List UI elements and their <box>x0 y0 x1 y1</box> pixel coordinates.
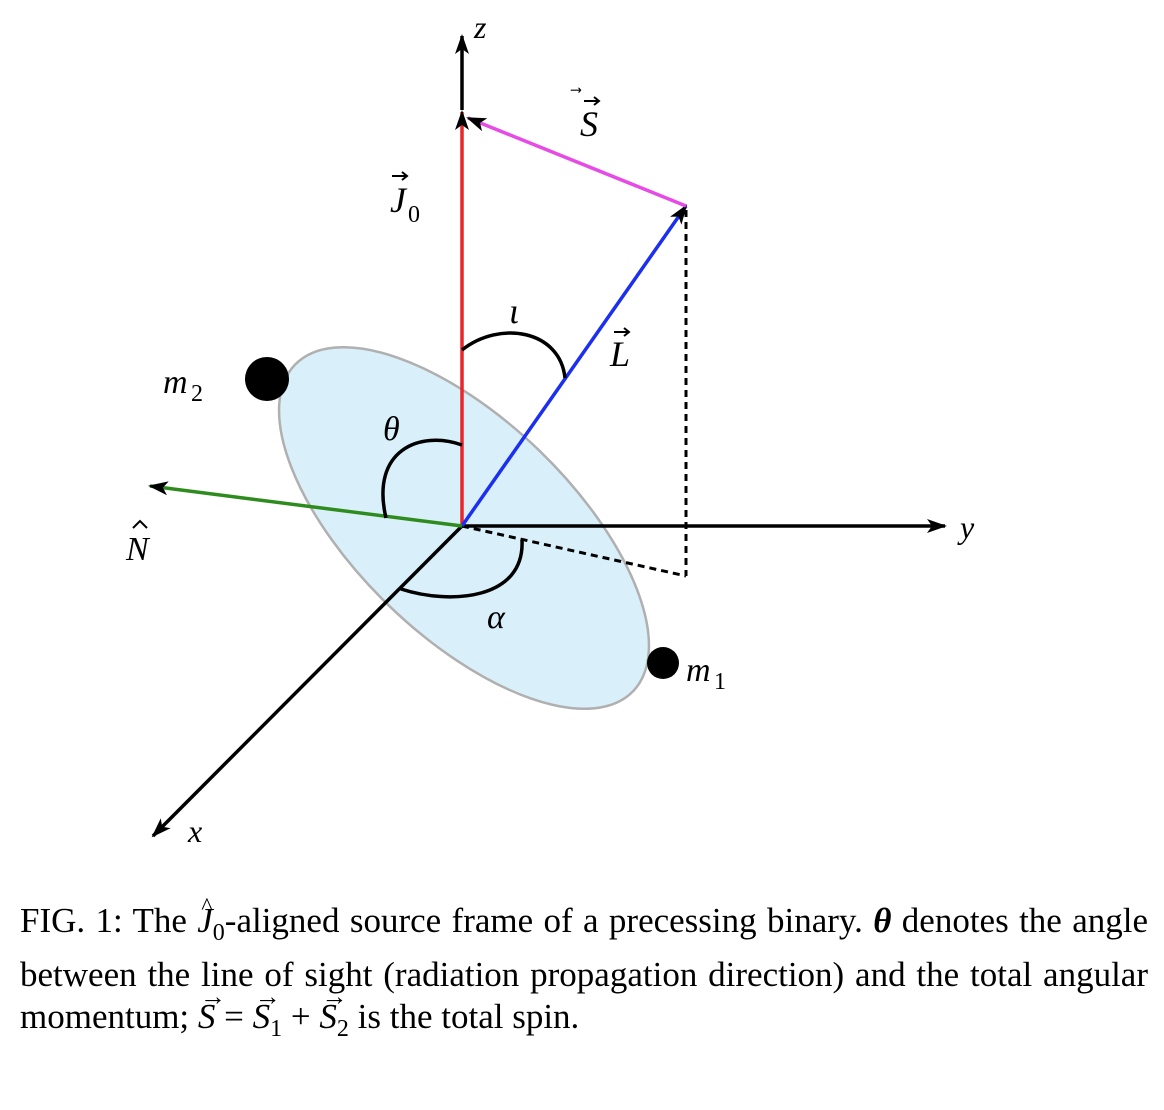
x-axis-label: x <box>187 813 202 849</box>
caption-S-vec: S→ <box>197 982 226 1036</box>
x-axis <box>151 524 464 838</box>
L-vector-label: L <box>609 327 631 374</box>
caption-equals: = <box>215 997 253 1036</box>
N-vector <box>148 481 463 528</box>
S-vector <box>466 116 687 208</box>
orbital-plane <box>277 345 651 711</box>
z-axis-label: z <box>473 9 487 45</box>
svg-text:0: 0 <box>408 202 420 228</box>
svg-text:1: 1 <box>714 669 726 695</box>
caption-plus: + <box>282 997 320 1036</box>
projection-dashed-base <box>461 524 687 578</box>
caption-text-4: is the total spin. <box>348 997 580 1036</box>
caption-S2-vec: S→ <box>319 982 348 1036</box>
caption-text-2: -aligned source frame of a precessing bi… <box>224 901 874 940</box>
iota-arc <box>460 331 567 379</box>
svg-text:J: J <box>390 180 408 220</box>
m2-label: m 2 <box>163 364 203 407</box>
J0-vector-label: J 0 <box>390 171 420 228</box>
alpha-arc <box>400 539 524 599</box>
caption-text-1: The <box>122 901 198 940</box>
y-axis-label: y <box>957 509 975 545</box>
caption-text-3: denotes the angle between the line of si… <box>20 901 1148 1036</box>
svg-text:2: 2 <box>191 381 203 407</box>
caption-S2-sub: 2 <box>336 1016 349 1042</box>
L-vector <box>460 204 688 528</box>
theta-arc <box>381 438 463 519</box>
iota-label: ι <box>509 291 519 331</box>
caption-S1-vec: S→ <box>252 982 281 1036</box>
S-vector-label: S ⃗ <box>570 87 601 144</box>
caption-S1-sub: 1 <box>270 1016 283 1042</box>
N-hat-label: N <box>125 519 151 568</box>
mass-m1 <box>647 647 679 679</box>
svg-text:N: N <box>125 531 151 568</box>
caption-theta: θ <box>873 901 892 940</box>
svg-text:m: m <box>686 652 711 689</box>
svg-text:L: L <box>609 334 630 374</box>
figure-caption: FIG. 1: The J^0-aligned source frame of … <box>20 894 1148 1050</box>
caption-J-hat: J^0 <box>197 894 225 946</box>
caption-fig-label: FIG. 1: <box>20 901 123 940</box>
mass-m2 <box>245 357 289 401</box>
m1-label: m 1 <box>686 652 726 695</box>
alpha-label: α <box>487 599 506 636</box>
svg-text:S: S <box>580 104 598 144</box>
theta-label: θ <box>383 411 400 448</box>
source-frame-diagram: z y x S ⃗ J 0 L ι θ α N m 2 m 1 <box>125 9 975 849</box>
svg-text:m: m <box>163 364 188 401</box>
svg-text:⃗: ⃗ <box>570 87 582 93</box>
